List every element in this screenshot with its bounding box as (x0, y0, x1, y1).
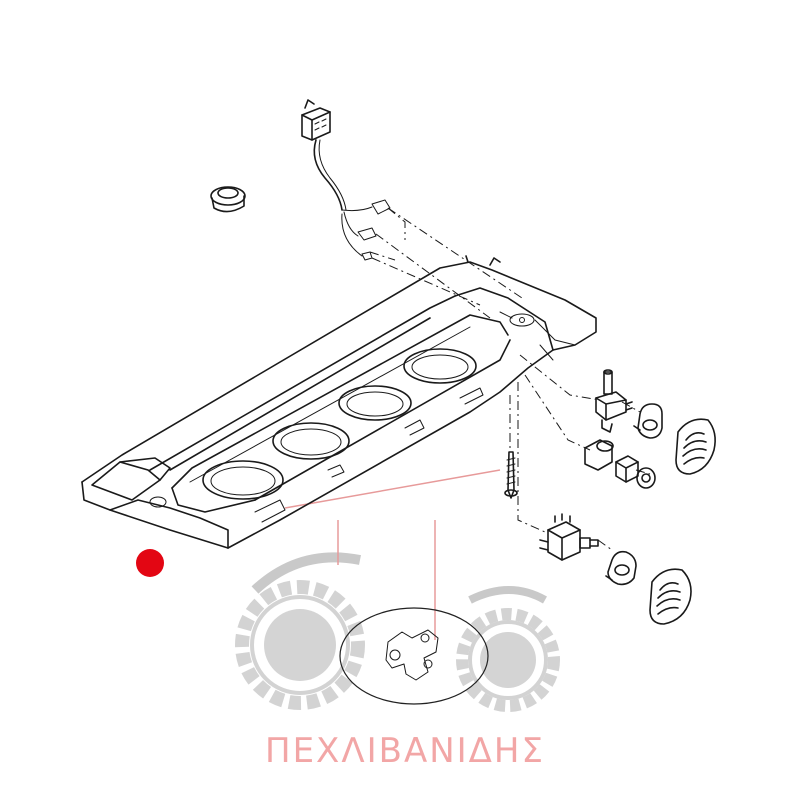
watermark-logo: ΠΕΧΛΙΒΑΝΙΔΗΣ (235, 469, 560, 771)
nut-icon (615, 455, 656, 489)
push-switch-icon (539, 513, 599, 561)
watermark-left-gear-icon (235, 580, 365, 710)
watermark-right-gear-icon (456, 608, 560, 712)
bezel-ring-icon (633, 403, 663, 439)
bushing-icon (584, 439, 614, 471)
knob-icon (649, 568, 692, 625)
screw-icon (504, 451, 518, 499)
watermark-cab-arc (251, 552, 361, 594)
gauge-hole-2 (272, 422, 350, 460)
watermark-tee-fitting-icon (385, 629, 439, 681)
watermark-ellipse (339, 607, 489, 705)
bezel-ring-icon (605, 550, 637, 586)
watermark-red-line (284, 469, 501, 509)
gauge-hole-1 (202, 460, 284, 500)
gauge-hole-4 (403, 348, 477, 384)
console-panel (81, 255, 597, 549)
hood-screw-boss (499, 311, 535, 327)
harness-connector-icon (301, 99, 331, 141)
end-screw-hole (149, 496, 167, 508)
spade-connector-icon (357, 199, 391, 261)
grommet-icon (210, 186, 246, 213)
rotary-switch-icon (595, 369, 633, 433)
watermark-brand-text: ΠΕΧΛΙΒΑΝΙΔΗΣ (265, 731, 545, 771)
watermark-fender-arc (468, 586, 547, 604)
gauge-hole-3 (338, 385, 412, 421)
red-marker-dot (136, 549, 164, 577)
knob-icon (675, 418, 716, 475)
assembly-lines (369, 207, 651, 551)
wiring-harness (301, 99, 391, 261)
